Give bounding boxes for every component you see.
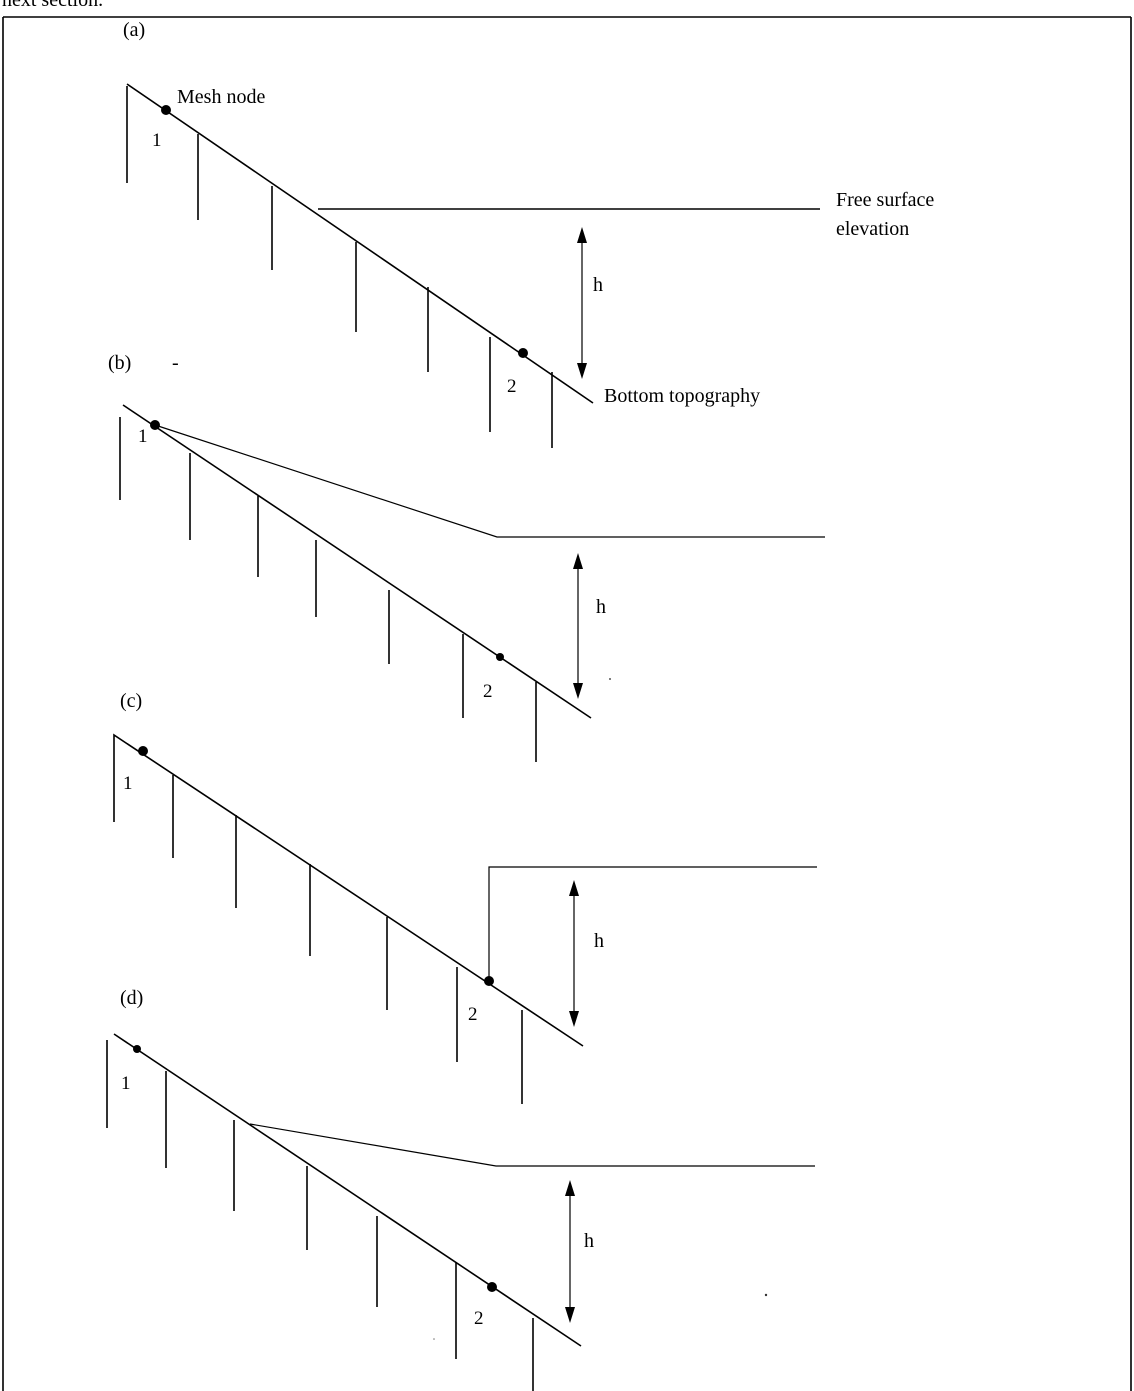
mesh-node-2 [496, 653, 504, 661]
header-text: next section. [2, 0, 103, 11]
depth-arrow [577, 227, 587, 379]
free-surface-line [249, 1123, 815, 1167]
mesh-node-1 [138, 746, 148, 756]
node-2-label: 2 [474, 1308, 484, 1329]
depth-label: h [593, 274, 603, 296]
node-2-label: 2 [507, 376, 517, 397]
node-1-label: 1 [138, 426, 148, 447]
depth-label: h [584, 1230, 594, 1252]
mesh-node-1 [133, 1045, 141, 1053]
scan-specks [433, 678, 768, 1340]
panel-a-label: (a) [123, 19, 145, 41]
node-1-label: 1 [123, 773, 133, 794]
panel-b-extra-mark: - [172, 352, 179, 374]
bottom-topography-line [113, 1033, 582, 1347]
mesh-node-1 [150, 420, 160, 430]
mesh-node-1 [161, 105, 171, 115]
panel-a: (a) 1 2 Mesh node Free surface elevation… [123, 19, 934, 448]
panel-d: (d) 1 2 h [106, 987, 815, 1391]
panel-c-label: (c) [120, 690, 142, 712]
mesh-element-edges [106, 1040, 534, 1391]
free-surface-label-line2: elevation [836, 218, 909, 240]
mesh-element-edges [119, 417, 537, 762]
depth-arrow [569, 880, 579, 1027]
free-surface-line [488, 866, 817, 981]
panel-d-label: (d) [120, 987, 143, 1009]
free-surface-line [154, 424, 825, 538]
bottom-topography-line [126, 83, 594, 404]
depth-arrow [573, 553, 583, 699]
bottom-topography-line [113, 733, 584, 1047]
mesh-element-edges [126, 86, 553, 448]
depth-label: h [594, 930, 604, 952]
mesh-node-2 [518, 348, 528, 358]
panel-b-label: (b) [108, 352, 131, 374]
mesh-node-2 [484, 976, 494, 986]
node-1-label: 1 [152, 130, 162, 151]
bottom-topography-line [122, 404, 592, 719]
figure-frame [2, 16, 1132, 1391]
mesh-node-label: Mesh node [177, 86, 265, 108]
depth-label: h [596, 596, 606, 618]
panel-c: (c) 1 2 h [113, 690, 817, 1104]
node-2-label: 2 [483, 681, 493, 702]
mesh-node-2 [487, 1282, 497, 1292]
node-1-label: 1 [121, 1073, 131, 1094]
panel-b: (b) - 1 2 h [108, 352, 825, 762]
depth-arrow [565, 1180, 575, 1323]
node-2-label: 2 [468, 1004, 478, 1025]
mesh-element-edges [172, 775, 523, 1104]
bottom-topography-label: Bottom topography [604, 385, 760, 407]
free-surface-label-line1: Free surface [836, 189, 934, 211]
